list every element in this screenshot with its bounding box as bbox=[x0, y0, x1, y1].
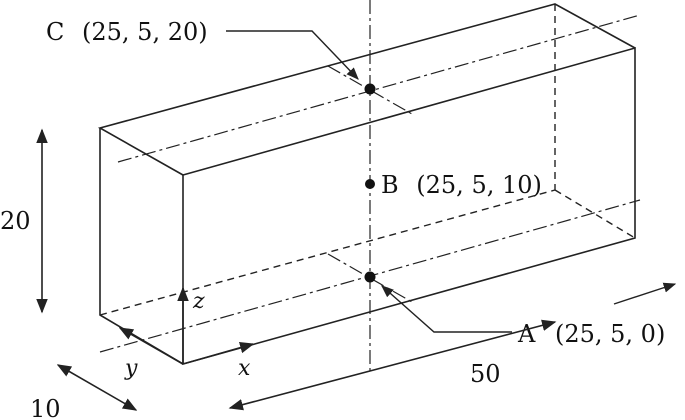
box-front-face bbox=[182, 46, 636, 366]
point-a-name: A bbox=[517, 320, 536, 348]
points bbox=[364, 83, 376, 283]
point-a-leader bbox=[381, 285, 512, 333]
y-axis-arrow bbox=[118, 327, 184, 365]
point-a-dot bbox=[364, 271, 376, 283]
length-dimension-arrow bbox=[228, 319, 557, 411]
height-dimension-label: 20 bbox=[0, 207, 31, 235]
hidden-bottom-back-edge bbox=[99, 189, 556, 316]
point-b-dot bbox=[365, 179, 375, 189]
point-b-name: B bbox=[381, 171, 399, 199]
box-hidden-edges bbox=[99, 4, 636, 316]
point-b-coords: (25, 5, 10) bbox=[416, 171, 542, 199]
point-c-label: C (25, 5, 20) bbox=[46, 18, 208, 46]
dimension-length: 50 bbox=[228, 319, 557, 411]
x-axis-label: x bbox=[238, 356, 251, 381]
point-a-coords: (25, 5, 0) bbox=[555, 320, 665, 348]
box-top-face-edges bbox=[97, 3, 636, 176]
point-c-coords: (25, 5, 20) bbox=[82, 18, 208, 46]
depth-dimension-arrow bbox=[56, 364, 138, 411]
depth-dimension-label: 10 bbox=[30, 395, 61, 420]
centerline-top bbox=[117, 14, 641, 163]
length-dimension-label: 50 bbox=[470, 360, 501, 388]
point-a-label: A (25, 5, 0) bbox=[517, 320, 665, 348]
box-left-face-edges bbox=[99, 128, 184, 365]
dimension-depth: 10 bbox=[30, 364, 138, 420]
direction-arrow bbox=[613, 282, 677, 305]
point-c-dot bbox=[364, 83, 376, 95]
z-axis-label: z bbox=[192, 289, 205, 314]
dimension-height: 20 bbox=[0, 128, 48, 314]
point-b-label: B (25, 5, 10) bbox=[381, 171, 542, 199]
centerline-depth-bottom bbox=[327, 253, 413, 303]
point-c-name: C bbox=[46, 18, 64, 46]
centerline-depth-top bbox=[327, 65, 413, 115]
y-axis-label: y bbox=[124, 356, 138, 381]
point-c-leader bbox=[226, 30, 359, 80]
axis-triad: z x y bbox=[118, 286, 255, 381]
hidden-back-bottom-right-edge bbox=[554, 189, 636, 239]
